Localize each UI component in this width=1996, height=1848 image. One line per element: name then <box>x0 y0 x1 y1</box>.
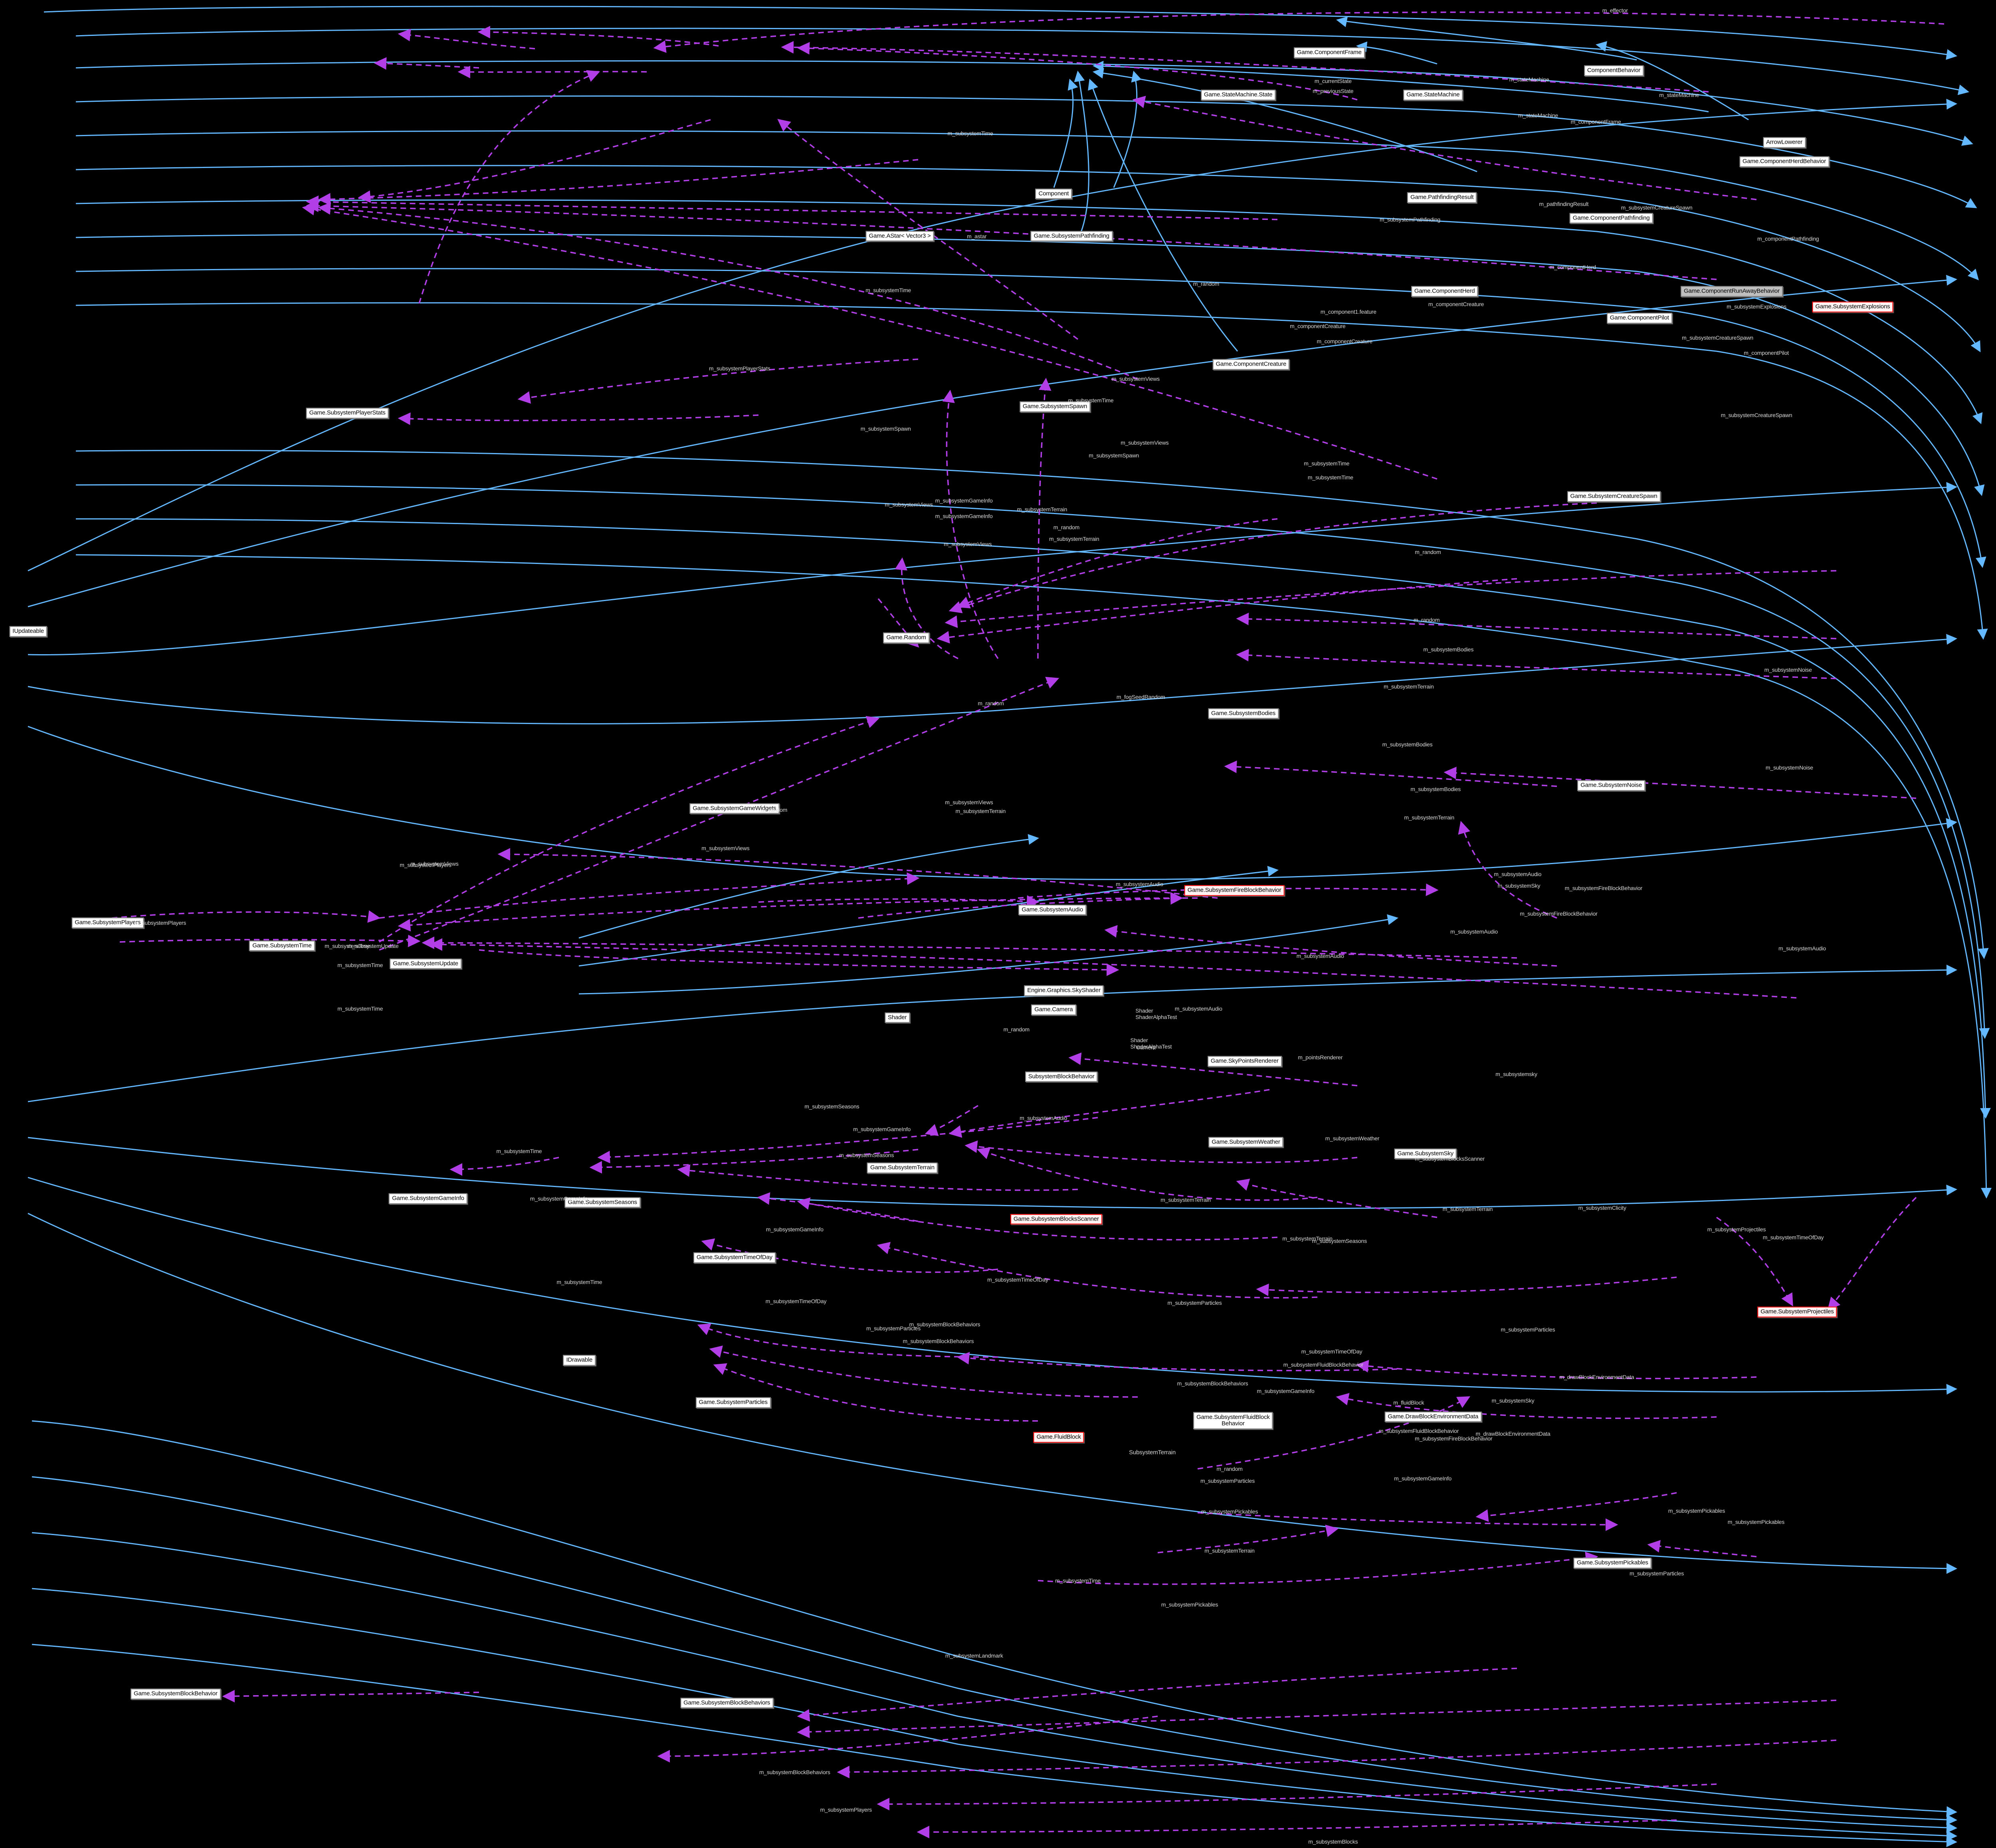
class-node-componentBehavior[interactable]: ComponentBehavior <box>1584 65 1644 76</box>
inheritance-edges <box>28 6 1992 1847</box>
class-node-skyShader[interactable]: Engine.Graphics.SkyShader <box>1024 985 1104 996</box>
class-node-subsystemGameWidgets[interactable]: Game.SubsystemGameWidgets <box>689 803 780 814</box>
class-node-subsystemPlayers[interactable]: Game.SubsystemPlayers <box>71 917 144 928</box>
class-node-pathfindingResult[interactable]: Game.PathfindingResult <box>1407 192 1477 203</box>
class-node-arrowLower[interactable]: ArrowLowerer <box>1763 137 1806 148</box>
class-node-subsystemBlockBehaviors2[interactable]: Game.SubsystemBlockBehaviors <box>680 1698 774 1709</box>
class-node-subsystemParticles[interactable]: Game.SubsystemParticles <box>695 1397 771 1408</box>
class-node-subsystemPickables[interactable]: Game.SubsystemPickables <box>1573 1557 1651 1569</box>
usage-edges <box>111 11 1945 1838</box>
class-node-subsystemSpawn[interactable]: Game.SubsystemSpawn <box>1019 401 1091 412</box>
class-node-subsystemGameInfo[interactable]: Game.SubsystemGameInfo <box>389 1193 467 1204</box>
class-node-iupdateable[interactable]: IUpdateable <box>9 626 47 637</box>
class-node-componentHerd[interactable]: Game.ComponentHerd <box>1411 286 1478 297</box>
class-node-subsystemExplosions[interactable]: Game.SubsystemExplosions <box>1812 301 1893 313</box>
class-node-componentFrame[interactable]: Game.ComponentFrame <box>1293 47 1365 58</box>
class-node-shader[interactable]: Shader <box>885 1012 910 1023</box>
class-node-subsystemUpdate[interactable]: Game.SubsystemUpdate <box>390 958 461 970</box>
class-node-astarVector3[interactable]: Game.AStar< Vector3 > <box>865 231 934 241</box>
class-node-subsystemFluidBlockBehavior[interactable]: Game.SubsystemFluidBlock Behavior <box>1193 1412 1273 1429</box>
class-node-subsystemFireBlockBehavior[interactable]: Game.SubsystemFireBlockBehavior <box>1184 885 1285 896</box>
class-node-random[interactable]: Game.Random <box>883 632 929 643</box>
class-node-subsystemPlayerStats[interactable]: Game.SubsystemPlayerStats <box>306 408 389 419</box>
class-node-stateMachine[interactable]: Game.StateMachine <box>1403 89 1463 101</box>
class-node-subsystemBlockBehavior[interactable]: SubsystemBlockBehavior <box>1025 1071 1098 1082</box>
class-node-subsystemWeather[interactable]: Game.SubsystemWeather <box>1208 1137 1283 1148</box>
class-node-subsystemTimeOfDay[interactable]: Game.SubsystemTimeOfDay <box>693 1252 776 1263</box>
class-node-component[interactable]: Component <box>1035 188 1072 199</box>
class-node-subsystemProjectiles[interactable]: Game.SubsystemProjectiles <box>1757 1306 1837 1318</box>
class-node-subsystemBlocksScanner[interactable]: Game.SubsystemBlocksScanner <box>1010 1214 1102 1225</box>
class-node-idrawable[interactable]: IDrawable <box>563 1355 596 1366</box>
class-node-componentCreature[interactable]: Game.ComponentCreature <box>1212 359 1290 370</box>
class-node-subsystemCreatureSpawn[interactable]: Game.SubsystemCreatureSpawn <box>1567 491 1661 502</box>
class-node-subsystemTime[interactable]: Game.SubsystemTime <box>249 940 315 952</box>
class-node-stateMachineState[interactable]: Game.StateMachine.State <box>1201 89 1276 101</box>
class-node-drawBlockEnvData[interactable]: Game.DrawBlockEnvironmentData <box>1384 1411 1482 1423</box>
class-node-subsystemBlockBehaviorL[interactable]: Game.SubsystemBlockBehavior <box>131 1688 221 1700</box>
class-node-componentPathfinding[interactable]: Game.ComponentPathfinding <box>1569 213 1653 224</box>
class-node-componentPilot[interactable]: Game.ComponentPilot <box>1606 313 1672 324</box>
class-node-subsystemNoise[interactable]: Game.SubsystemNoise <box>1577 780 1645 791</box>
class-node-subsystemTerrainLabel: SubsystemTerrain <box>1129 1449 1176 1456</box>
class-node-componentHerdBehavior[interactable]: Game.ComponentHerdBehavior <box>1739 156 1830 167</box>
class-node-fluidBlock[interactable]: Game.FluidBlock <box>1033 1432 1084 1443</box>
class-node-camera[interactable]: Game.Camera <box>1031 1005 1076 1015</box>
class-node-componentRunAwayBehavior[interactable]: Game.ComponentRunAwayBehavior <box>1680 286 1783 297</box>
class-node-subsystemTerrain[interactable]: Game.SubsystemTerrain <box>867 1162 938 1173</box>
class-node-subsystemSeasons[interactable]: Game.SubsystemSeasons <box>564 1197 640 1208</box>
class-node-subsystemPathfinding[interactable]: Game.SubsystemPathfinding <box>1030 231 1113 241</box>
class-node-subsystemBodies[interactable]: Game.SubsystemBodies <box>1208 708 1279 719</box>
class-node-subsystemSky[interactable]: Game.SubsystemSky <box>1394 1148 1457 1159</box>
class-node-skyPointRenderer[interactable]: Game.SkyPointsRenderer <box>1207 1056 1282 1067</box>
class-node-subsystemAudio[interactable]: Game.SubsystemAudio <box>1018 904 1087 915</box>
